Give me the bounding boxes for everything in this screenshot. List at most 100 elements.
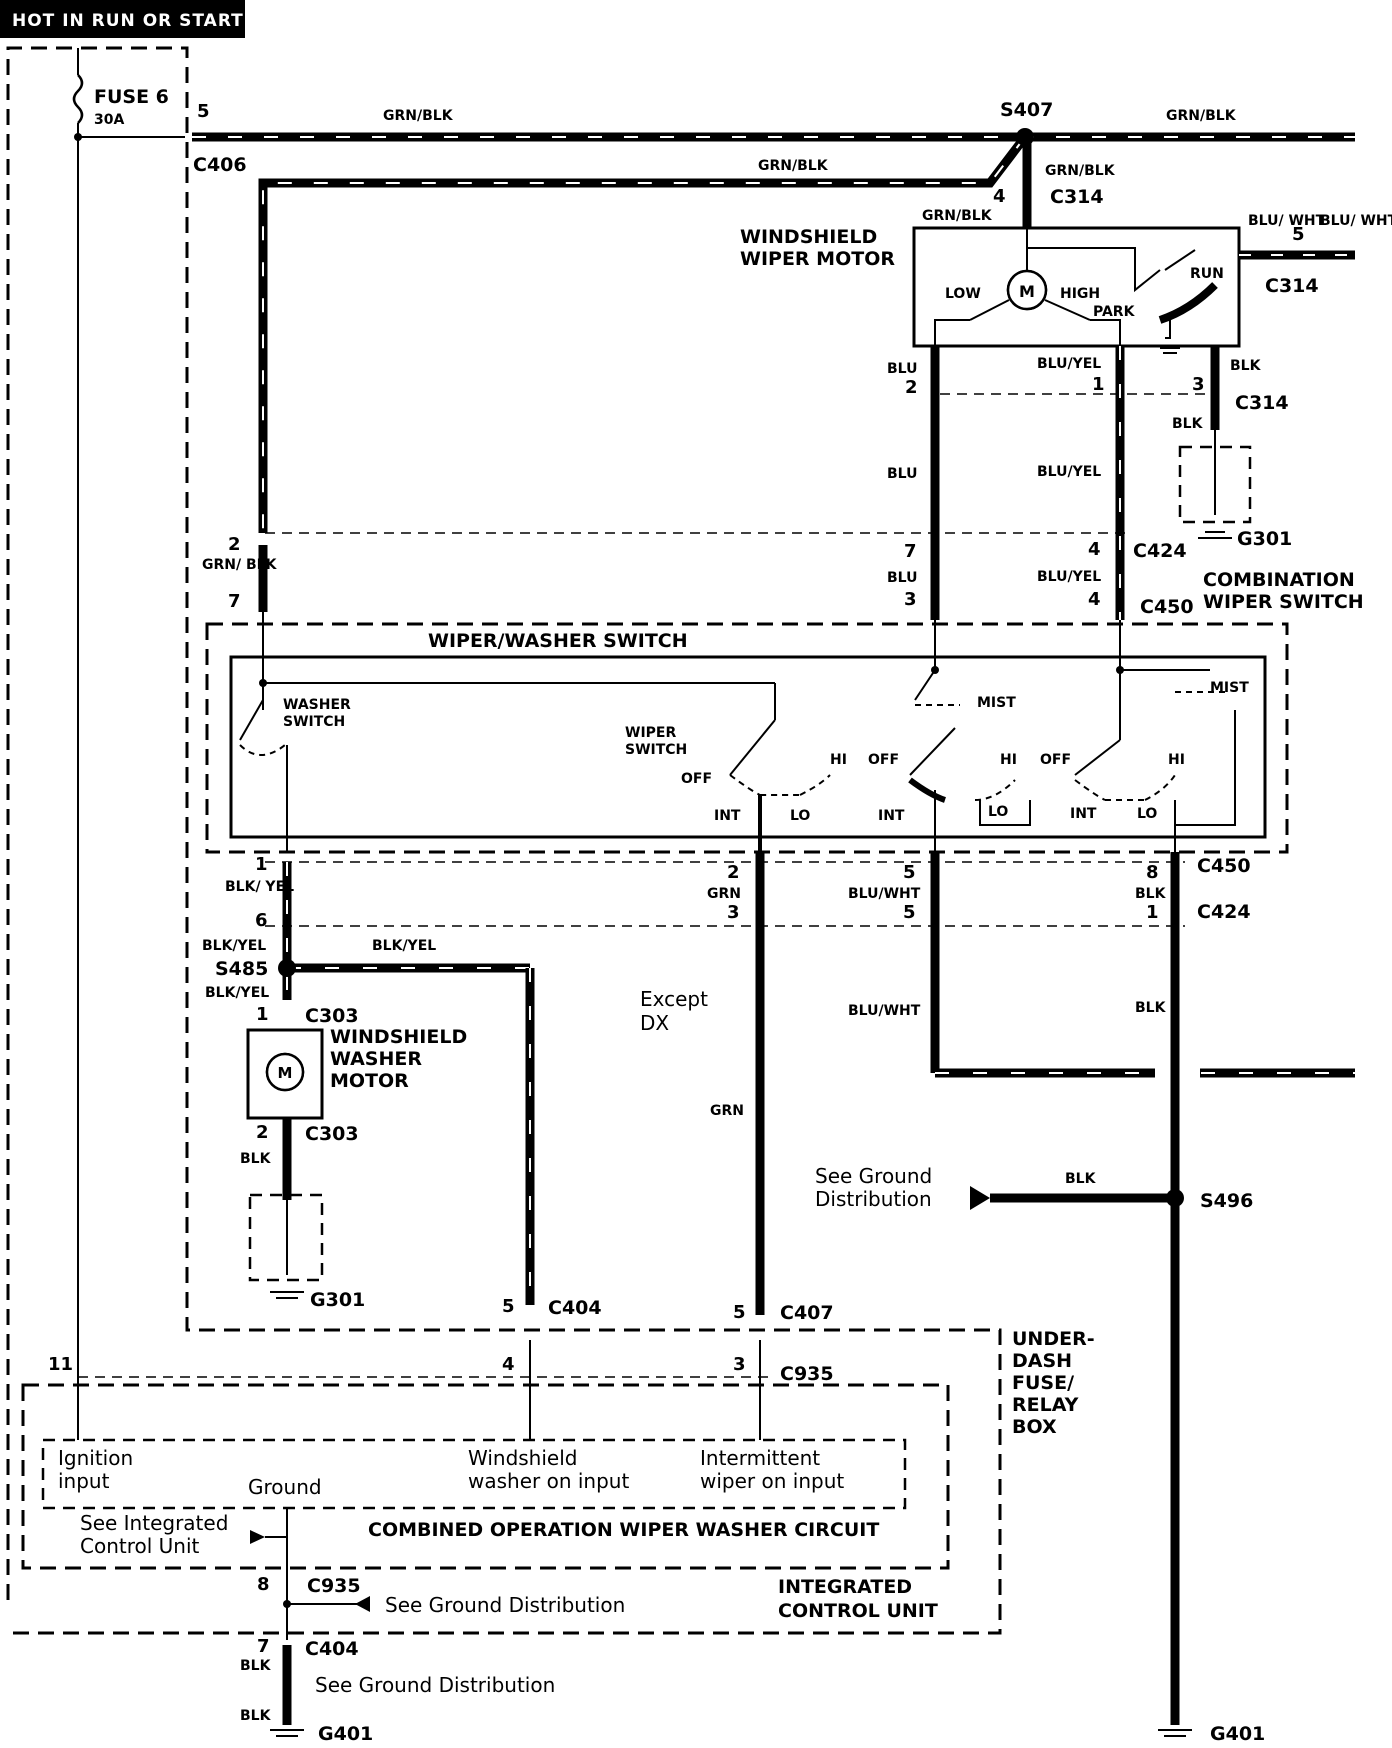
wire-label: BLK [240, 1658, 272, 1674]
motor-symbol-circle [1006, 269, 1048, 311]
wire-label: BLK [1230, 358, 1262, 374]
pin-number: 4 [993, 186, 1006, 207]
underdash-box-outline [6, 46, 1002, 1635]
connector-c314-top: C314 [1050, 186, 1104, 208]
pin-number: 3 [727, 902, 740, 923]
pin-number: 1 [255, 854, 268, 875]
wiper-motor [912, 226, 1355, 354]
wiper-motor-symbol: M [1019, 282, 1035, 301]
switch-pos-hi: HI [1168, 752, 1185, 768]
switch-pos-off: OFF [1040, 752, 1071, 768]
wiper-washer-switch-label: WIPER/WASHER SWITCH [428, 630, 688, 652]
switch-pos-int: INT [878, 808, 905, 824]
header-banner [0, 0, 245, 38]
switch-pos-int: INT [1070, 806, 1097, 822]
connector-c407: C407 [780, 1302, 834, 1324]
pin-number: 3 [1192, 374, 1205, 395]
pin-number: 2 [256, 1122, 269, 1143]
pin-number: 1 [1092, 374, 1105, 395]
wire-label: BLK [240, 1708, 272, 1724]
wire-label: BLK/YEL [202, 938, 266, 954]
connector-c424-lower: C424 [1197, 901, 1251, 923]
pin-number: 8 [257, 1574, 270, 1595]
wire-label: BLU/ WHT [1320, 213, 1392, 229]
connector-s407: S407 [1000, 99, 1053, 121]
connector-g301-top: G301 [1237, 528, 1292, 550]
washer-motor-symbol: M [278, 1064, 293, 1082]
switch-internals [239, 620, 1236, 852]
wire-label: GRN [707, 886, 741, 902]
wiper-motor-run: RUN [1190, 266, 1224, 282]
pin-number: 8 [1146, 862, 1159, 883]
motor-output-wires [930, 346, 1252, 620]
pin-number: 1 [1146, 902, 1159, 923]
wire-label: GRN [710, 1103, 744, 1119]
connector-s485: S485 [215, 958, 268, 980]
connector-dash-lines [78, 393, 1215, 1378]
wire-label: GRN/BLK [1166, 108, 1237, 124]
pin-number: 2 [727, 862, 740, 883]
pin-number: 5 [733, 1302, 746, 1323]
lower-wiring [246, 852, 1355, 1725]
wire-label: GRN/ BLK [202, 557, 278, 573]
pin-number: 2 [228, 534, 241, 555]
wire-label: BLU/WHT [848, 1003, 921, 1019]
switch-pos-hi: HI [830, 752, 847, 768]
see-ground-distribution-c935: See Ground Distribution [385, 1593, 625, 1617]
connector-g401-right: G401 [1210, 1723, 1265, 1745]
see-ground-distribution-c404: See Ground Distribution [315, 1673, 555, 1697]
pin-number: 7 [257, 1636, 270, 1657]
wiper-washer-switch-body [229, 655, 1267, 839]
connector-c406: C406 [193, 154, 247, 176]
pin-number: 1 [256, 1004, 269, 1025]
wire-label: BLU/YEL [1037, 569, 1101, 585]
wire-label: GRN/BLK [383, 108, 454, 124]
wire-label: BLK [240, 1151, 272, 1167]
switch-pos-mist: MIST [1210, 680, 1249, 696]
wire-label: BLK/YEL [372, 938, 436, 954]
pin-number: 4 [1088, 539, 1101, 560]
connector-c404-lower: C404 [305, 1638, 359, 1660]
pin-number: 11 [48, 1354, 73, 1375]
connector-c314-right: C314 [1265, 275, 1319, 297]
ground-symbols [270, 537, 1232, 1737]
connector-c935-lower: C935 [307, 1575, 361, 1597]
wire-label: BLU/YEL [1037, 356, 1101, 372]
wire-label: BLK [1172, 416, 1204, 432]
connector-c314-lower: C314 [1235, 392, 1289, 414]
wire-label: BLK [1065, 1171, 1097, 1187]
connector-g401-left: G401 [318, 1723, 373, 1745]
wire-label: GRN/BLK [1045, 163, 1116, 179]
pin-number: 6 [255, 910, 268, 931]
connector-g301-bottom: G301 [310, 1289, 365, 1311]
pin-number: 5 [502, 1296, 515, 1317]
pin-number: 7 [228, 591, 241, 612]
pin-number: 5 [903, 902, 916, 923]
wire-label: BLU [887, 570, 917, 586]
switch-pos-int: INT [714, 808, 741, 824]
combined-circuit-label: COMBINED OPERATION WIPER WASHER CIRCUIT [368, 1519, 879, 1541]
switch-pos-off: OFF [868, 752, 899, 768]
wiper-motor-low: LOW [945, 286, 981, 302]
power-wiring [72, 48, 1355, 1440]
connector-c303-top: C303 [305, 1005, 359, 1027]
pin-number: 2 [905, 377, 918, 398]
combination-switch-outline [205, 622, 1289, 854]
pin-number: 4 [1088, 589, 1101, 610]
pin-number: 3 [904, 589, 917, 610]
header-title: HOT IN RUN OR START [12, 11, 244, 31]
connector-c424: C424 [1133, 540, 1187, 562]
icu-ground-label: Ground [248, 1475, 322, 1499]
wiper-motor-high: HIGH [1060, 286, 1100, 302]
